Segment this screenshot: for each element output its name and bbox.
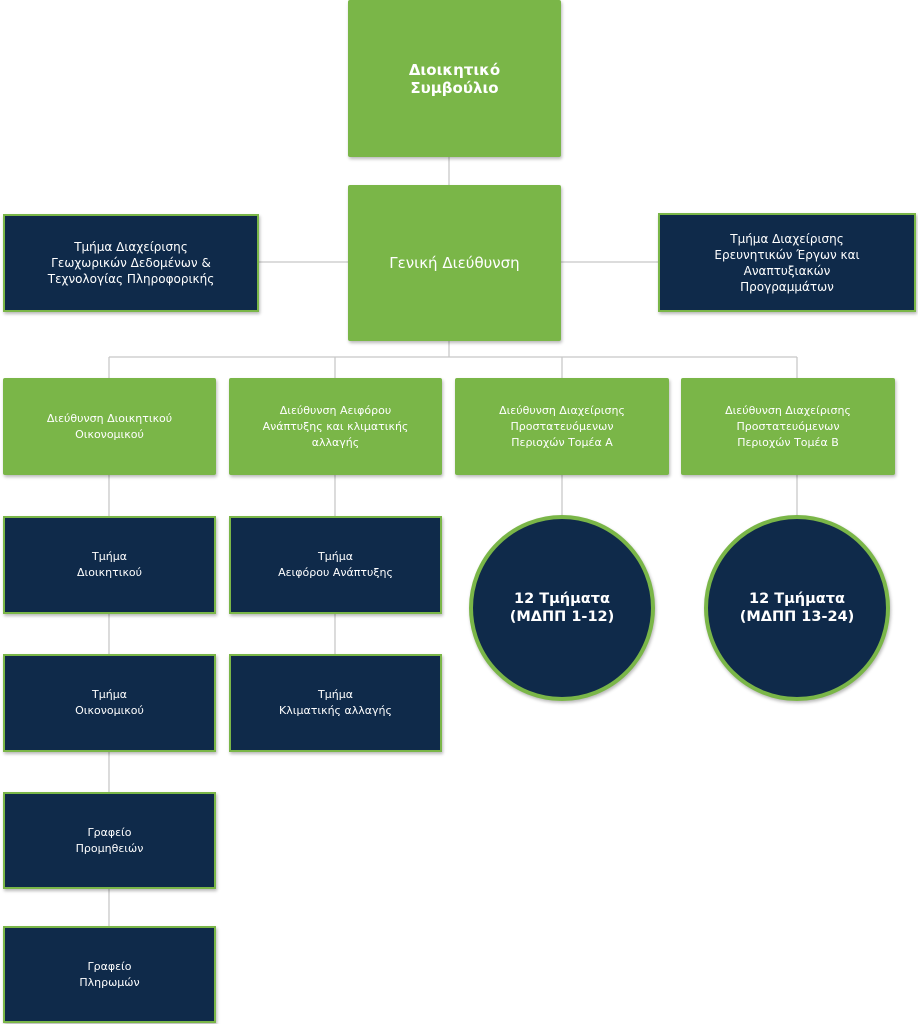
unit-sustainable-development: Τμήμα Αειφόρου Ανάπτυξης bbox=[229, 516, 442, 614]
sector-units-label: 12 Τμήματα (ΜΔΠΠ 13-24) bbox=[739, 591, 855, 625]
directorate-sector-b: Διεύθυνση Διαχείρισης Προστατευόμενων Πε… bbox=[681, 378, 895, 475]
directorate-admin-finance: Διεύθυνση Διοικητικού Οικονομικού bbox=[3, 378, 216, 475]
directorate-label: Διεύθυνση Διοικητικού Οικονομικού bbox=[46, 411, 173, 441]
directorate-sector-a: Διεύθυνση Διαχείρισης Προστατευόμενων Πε… bbox=[455, 378, 669, 475]
unit-label: Τμήμα Αειφόρου Ανάπτυξης bbox=[278, 550, 393, 579]
unit-payments-office: Γραφείο Πληρωμών bbox=[3, 926, 216, 1023]
unit-administrative: Τμήμα Διοικητικού bbox=[3, 516, 216, 614]
directorate-sustainability: Διεύθυνση Αειφόρου Ανάπτυξης και κλιματι… bbox=[229, 378, 442, 475]
unit-label: Γραφείο Προμηθειών bbox=[75, 825, 144, 855]
board-box: Διοικητικό Συμβούλιο bbox=[348, 0, 561, 157]
left-department-label: Τμήμα Διαχείρισης Γεωχωρικών Δεδομένων &… bbox=[47, 240, 215, 286]
sector-units-label: 12 Τμήματα (ΜΔΠΠ 1-12) bbox=[509, 591, 615, 625]
directorate-label: Διεύθυνση Διαχείρισης Προστατευόμενων Πε… bbox=[725, 403, 851, 449]
unit-label: Τμήμα Οικονομικού bbox=[75, 688, 144, 717]
left-department-box: Τμήμα Διαχείρισης Γεωχωρικών Δεδομένων &… bbox=[3, 214, 259, 312]
general-directorate-box: Γενική Διεύθυνση bbox=[348, 185, 561, 341]
unit-label: Γραφείο Πληρωμών bbox=[79, 959, 140, 989]
directorate-label: Διεύθυνση Αειφόρου Ανάπτυξης και κλιματι… bbox=[262, 403, 409, 449]
general-directorate-label: Γενική Διεύθυνση bbox=[389, 254, 520, 272]
directorate-label: Διεύθυνση Διαχείρισης Προστατευόμενων Πε… bbox=[499, 403, 625, 449]
unit-label: Τμήμα Κλιματικής αλλαγής bbox=[279, 688, 392, 717]
unit-climate-change: Τμήμα Κλιματικής αλλαγής bbox=[229, 654, 442, 752]
right-department-label: Τμήμα Διαχείρισης Ερευνητικών Έργων και … bbox=[714, 231, 860, 294]
unit-financial: Τμήμα Οικονομικού bbox=[3, 654, 216, 752]
unit-procurement-office: Γραφείο Προμηθειών bbox=[3, 792, 216, 889]
unit-label: Τμήμα Διοικητικού bbox=[76, 550, 143, 579]
sector-a-units-circle: 12 Τμήματα (ΜΔΠΠ 1-12) bbox=[469, 515, 655, 701]
sector-b-units-circle: 12 Τμήματα (ΜΔΠΠ 13-24) bbox=[704, 515, 890, 701]
right-department-box: Τμήμα Διαχείρισης Ερευνητικών Έργων και … bbox=[658, 213, 916, 312]
board-label: Διοικητικό Συμβούλιο bbox=[408, 60, 501, 97]
